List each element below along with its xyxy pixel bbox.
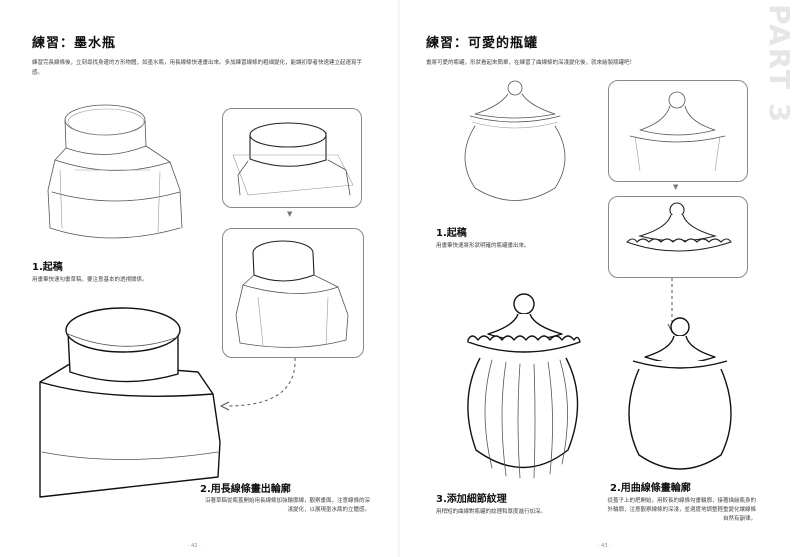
right-intro-text: 畫將可愛的瓶罐，形狀看起來簡單，在練習了曲線條的深淺變化後，就來繪製瓶罐吧！ xyxy=(426,60,636,66)
jar-frame-top xyxy=(608,80,748,182)
left-page: 練習：墨水瓶 練習完長線條後，立刻尋找身邊的方形物體，如墨水瓶，用長線條快速畫出… xyxy=(32,36,370,549)
right-step3-title: 3.添加細節紋理 xyxy=(436,494,507,505)
right-page: PART 3 練習：可愛的瓶罐 畫將可愛的瓶罐，形狀看起來簡單，在練習了曲線條的… xyxy=(400,0,800,557)
jar-rough-sketch xyxy=(464,80,566,201)
part-label: PART 3 xyxy=(763,4,796,125)
right-step2-title: 2.用曲線條畫輪廓 xyxy=(610,483,691,494)
left-intro-text: 練習完長線條後，立刻尋找身邊的方形物體，如墨水瓶，用長線條快速畫出來。多加練習線… xyxy=(32,60,363,76)
left-step2-desc: 沿著草稿從瓶蓋開始用長線條加強輪廓線，觀察畫面，注意線條的深淺變化，以展現墨水瓶… xyxy=(204,498,370,513)
jar-frame-top-sketch xyxy=(629,91,726,172)
right-step1-title: 1.起稿 xyxy=(436,228,467,239)
ink-bottle-rough-sketch xyxy=(47,104,183,239)
jar-detailed-drawing xyxy=(467,293,581,479)
jar-frame-middle-sketch xyxy=(625,202,732,252)
left-step1-title: 1.起稿 xyxy=(32,262,63,273)
left-step1-desc: 用畫筆快速勾畫草稿，要注意基本的透視關係。 xyxy=(32,277,148,283)
dashed-arrow-icon xyxy=(219,357,296,411)
arrow-down-icon: ▼ xyxy=(287,210,293,218)
arrow-down-icon-right-1: ▼ xyxy=(673,183,679,191)
right-step1-desc: 用畫筆快速將形狀明確的瓶罐畫出來。 xyxy=(436,243,530,249)
right-page-number: · 43 · xyxy=(598,543,611,549)
right-step2-desc: 從蓋子上的把開始，用較長的線條勾畫輪廓，接著描繪瓶身的外輪廓，注意觀察線條的深淺… xyxy=(607,498,756,522)
right-page-title: 練習：可愛的瓶罐 xyxy=(426,36,539,51)
left-page-title: 練習：墨水瓶 xyxy=(32,36,117,51)
left-step2-title: 2.用長線條畫出輪廓 xyxy=(200,484,291,495)
jar-outline-drawing xyxy=(628,317,732,470)
left-page-number: · 42 · xyxy=(188,543,201,549)
ink-bottle-frame-top-sketch xyxy=(232,122,354,196)
right-step3-desc: 用稍短的曲線對瓶罐的紋理和厚度進行加深。 xyxy=(436,509,547,515)
ink-bottle-frame-middle-sketch xyxy=(235,240,349,348)
ink-bottle-outline-drawing xyxy=(39,307,221,498)
page-gutter xyxy=(398,0,400,557)
